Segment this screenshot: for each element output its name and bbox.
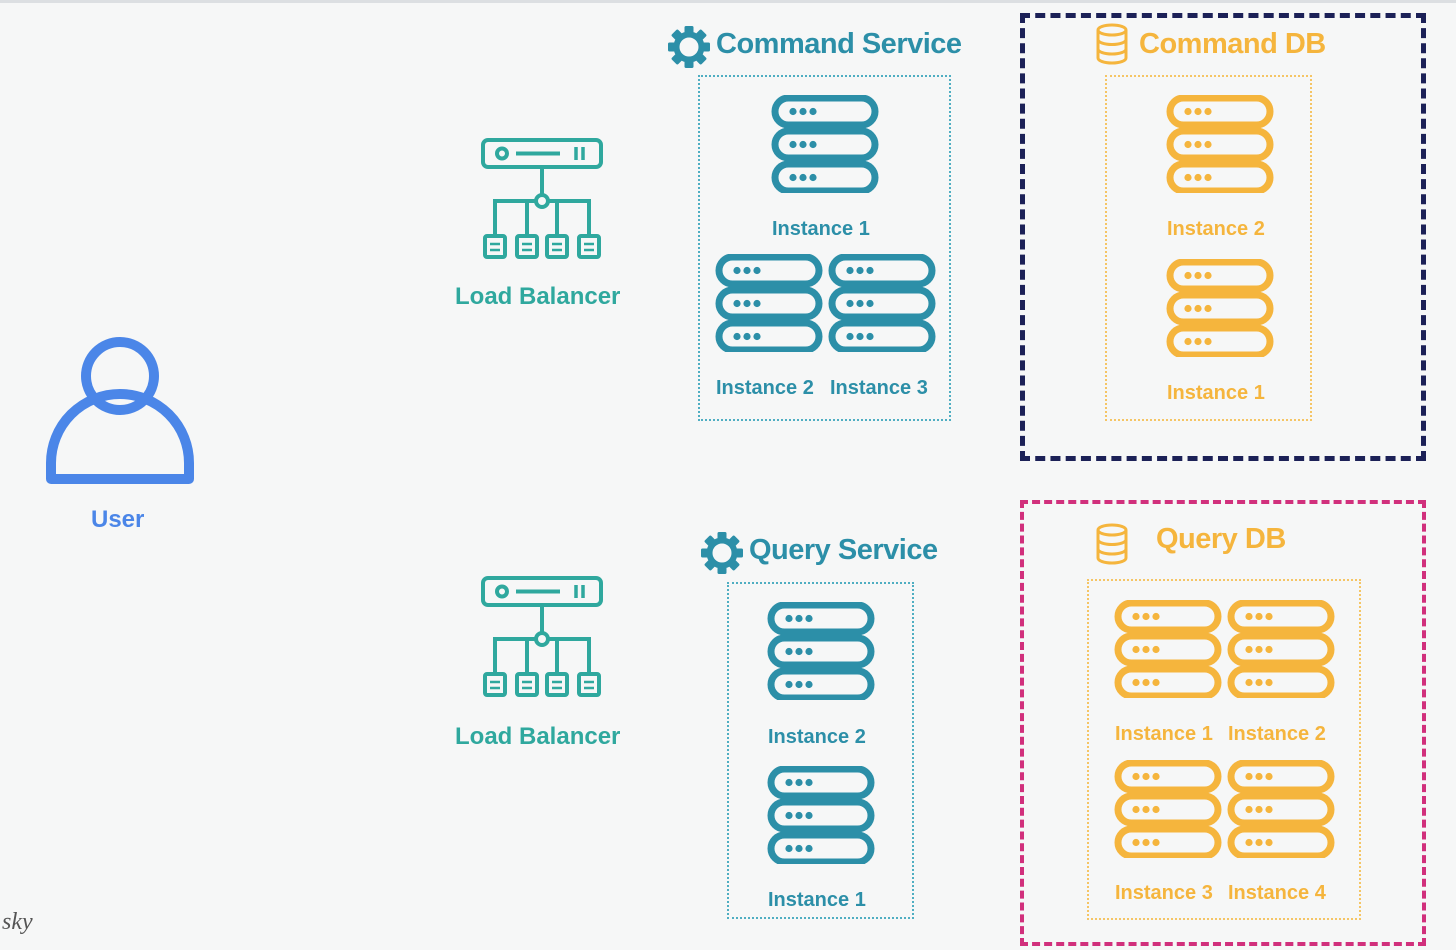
instance-label: Instance 1 — [1167, 382, 1265, 404]
query-service-instances — [727, 582, 914, 919]
database-icon — [1095, 23, 1129, 65]
database-icon — [1095, 523, 1129, 565]
database-server-icon — [1166, 259, 1274, 357]
user-label: User — [91, 506, 145, 533]
load-balancer-label: Load Balancer — [455, 723, 621, 750]
command-db-border — [1020, 13, 1426, 461]
instance-label: Instance 2 — [716, 377, 814, 399]
gear-icon — [700, 531, 744, 575]
instance-label: Instance 1 — [772, 218, 870, 240]
query-db-instances — [1087, 579, 1361, 920]
load-balancer-icon — [480, 575, 604, 699]
server-icon — [767, 766, 875, 864]
command-service-title: Command Service — [716, 28, 962, 60]
instance-label: Instance 2 — [1167, 218, 1265, 240]
instance-label: Instance 3 — [1115, 882, 1213, 904]
server-icon — [715, 254, 823, 352]
query-service-title: Query Service — [749, 534, 938, 566]
command-db-instances — [1105, 75, 1312, 421]
load-balancer-label: Load Balancer — [455, 283, 621, 310]
instance-label: Instance 2 — [768, 726, 866, 748]
top-border — [0, 0, 1456, 3]
database-server-icon — [1227, 760, 1335, 858]
server-icon — [828, 254, 936, 352]
instance-label: Instance 3 — [830, 377, 928, 399]
command-db-title: Command DB — [1139, 28, 1326, 60]
query-db-title: Query DB — [1156, 523, 1286, 555]
query-db-border — [1020, 500, 1426, 946]
database-server-icon — [1114, 600, 1222, 698]
load-balancer-icon — [480, 137, 604, 261]
server-icon — [767, 602, 875, 700]
command-service-instances — [698, 75, 951, 421]
watermark-text: sky — [2, 909, 33, 935]
server-icon — [771, 95, 879, 193]
user-icon — [46, 337, 194, 484]
instance-label: Instance 2 — [1228, 723, 1326, 745]
database-server-icon — [1227, 600, 1335, 698]
instance-label: Instance 1 — [1115, 723, 1213, 745]
instance-label: Instance 1 — [768, 889, 866, 911]
database-server-icon — [1166, 95, 1274, 193]
instance-label: Instance 4 — [1228, 882, 1326, 904]
gear-icon — [667, 25, 711, 69]
database-server-icon — [1114, 760, 1222, 858]
